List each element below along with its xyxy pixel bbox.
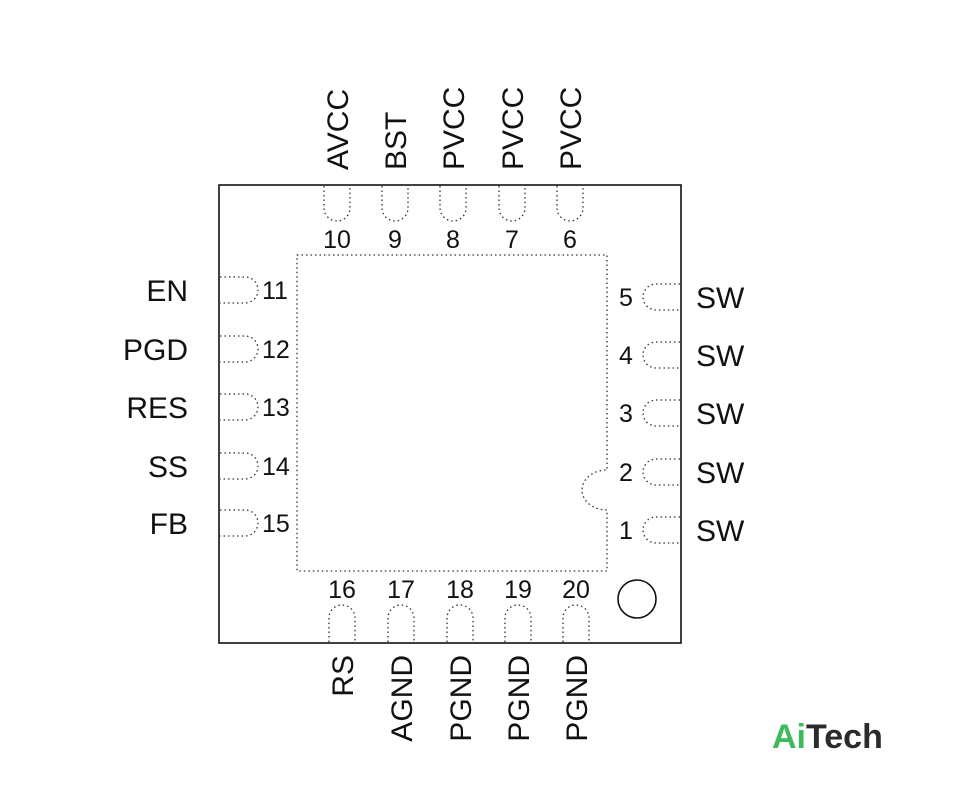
- pin-pad-1: [642, 516, 680, 544]
- pin-label-19: PGND: [503, 655, 536, 742]
- pin-label-4: SW: [696, 340, 745, 373]
- pin-label-14: SS: [148, 451, 188, 484]
- pin-label-8: PVCC: [438, 87, 471, 170]
- pin-number-3: 3: [619, 400, 633, 428]
- pin-number-9: 9: [388, 226, 402, 254]
- pin-pad-19: [504, 604, 532, 642]
- pin-pad-17: [387, 604, 415, 642]
- pin1-marker: [617, 579, 657, 619]
- pin-label-6: PVCC: [555, 87, 588, 170]
- pin-number-7: 7: [505, 226, 519, 254]
- watermark-part2: Tech: [806, 718, 883, 756]
- pin-number-16: 16: [328, 576, 356, 604]
- pin-number-17: 17: [387, 576, 415, 604]
- pin-number-18: 18: [446, 576, 474, 604]
- pin-pad-20: [562, 604, 590, 642]
- pin-pad-7: [498, 186, 526, 222]
- pin-number-10: 10: [323, 226, 351, 254]
- pin-pad-14: [220, 452, 259, 480]
- pin-number-11: 11: [262, 277, 288, 305]
- pin-label-7: PVCC: [497, 87, 530, 170]
- pin-pad-11: [220, 276, 259, 304]
- pin-label-12: PGD: [123, 334, 188, 367]
- pin-label-2: SW: [696, 457, 745, 490]
- pin-number-13: 13: [262, 394, 290, 422]
- pin-number-20: 20: [562, 576, 590, 604]
- pin-pad-2: [642, 458, 680, 486]
- pin-pad-4: [642, 341, 680, 369]
- pin-pad-12: [220, 335, 259, 363]
- pin-label-3: SW: [696, 398, 745, 431]
- pin-label-17: AGND: [386, 655, 419, 742]
- pin-pad-5: [642, 283, 680, 311]
- pin-label-20: PGND: [561, 655, 594, 742]
- exposed-pad: [296, 254, 608, 572]
- pin-label-5: SW: [696, 282, 745, 315]
- pin-label-15: FB: [150, 508, 188, 541]
- package-outline: [218, 184, 682, 644]
- watermark-logo: AiTech: [772, 718, 883, 756]
- pin-label-16: RS: [327, 655, 360, 697]
- pin-label-9: BST: [380, 112, 413, 170]
- pin-number-4: 4: [619, 342, 633, 370]
- pin-pad-13: [220, 393, 259, 421]
- pin-label-18: PGND: [445, 655, 478, 742]
- pin-label-11: EN: [146, 275, 188, 308]
- pin-pad-18: [446, 604, 474, 642]
- pin-number-15: 15: [262, 510, 290, 538]
- pin-pad-6: [556, 186, 584, 222]
- pin-pad-15: [220, 509, 259, 537]
- pin-number-1: 1: [619, 517, 633, 545]
- pin-label-1: SW: [696, 515, 745, 548]
- pin-number-2: 2: [619, 459, 633, 487]
- pin-number-6: 6: [563, 226, 577, 254]
- pin-pad-3: [642, 399, 680, 427]
- pin-pad-16: [328, 604, 356, 642]
- pin-number-8: 8: [446, 226, 460, 254]
- pad-group: [220, 186, 680, 642]
- pin-number-12: 12: [262, 336, 290, 364]
- pin-label-10: AVCC: [322, 89, 355, 170]
- pin-number-14: 14: [262, 453, 290, 481]
- pin-pad-10: [323, 186, 351, 222]
- pin-number-5: 5: [619, 284, 633, 312]
- pin-label-13: RES: [126, 392, 188, 425]
- watermark-part1: Ai: [772, 718, 806, 756]
- pin-number-19: 19: [504, 576, 532, 604]
- pin-pad-8: [439, 186, 467, 222]
- pin-pad-9: [381, 186, 409, 222]
